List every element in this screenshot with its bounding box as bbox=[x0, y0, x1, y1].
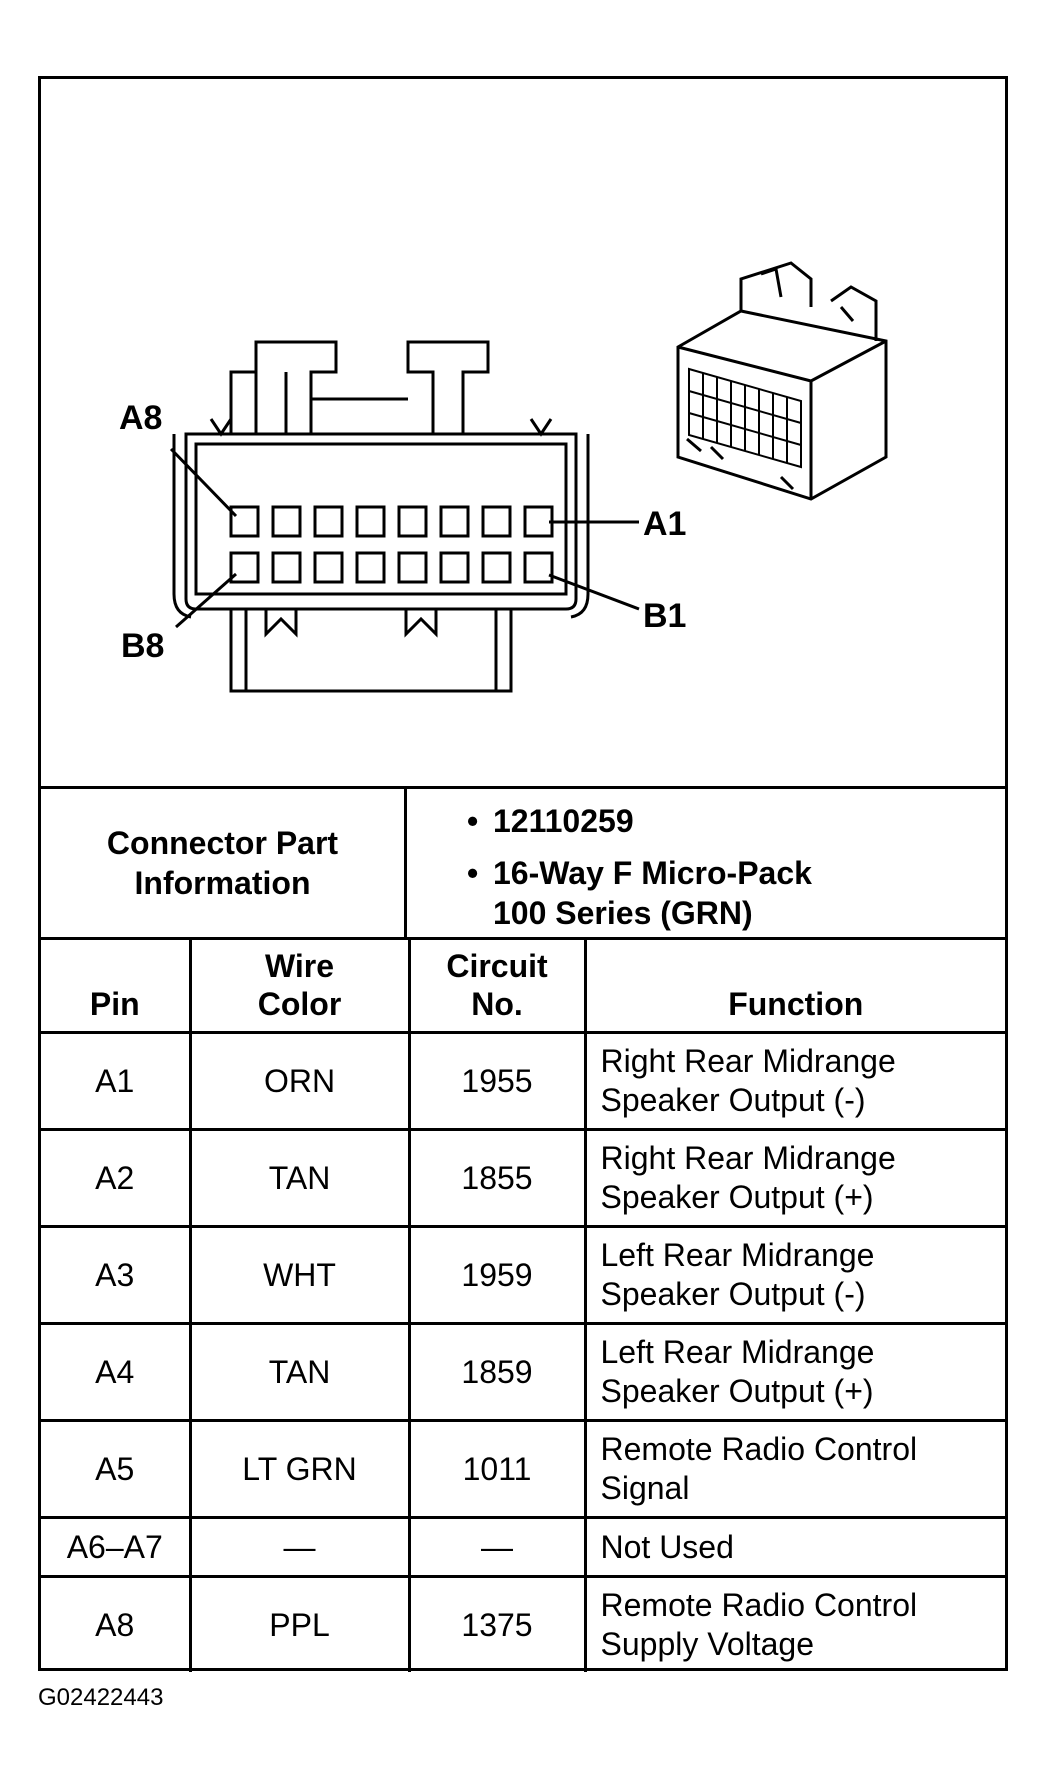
wire-color-cell: TAN bbox=[188, 1128, 411, 1228]
part-info-value-cell: • 12110259 • 16-Way F Micro-Pack 100 Ser… bbox=[407, 789, 1005, 937]
cavity-grid bbox=[229, 505, 554, 584]
isometric-cavities bbox=[688, 367, 802, 469]
circuit-cell: 1011 bbox=[407, 1419, 587, 1519]
description-line1: 16-Way F Micro-Pack bbox=[493, 855, 812, 891]
part-info-label-cell: Connector Part Information bbox=[41, 789, 407, 937]
description-line2: 100 Series (GRN) bbox=[493, 895, 753, 931]
connector-body bbox=[229, 609, 513, 693]
wire-color-cell: — bbox=[188, 1516, 411, 1578]
pin-cell: A3 bbox=[41, 1225, 192, 1325]
pin-cell: A2 bbox=[41, 1128, 192, 1228]
bullet-dot: • bbox=[467, 855, 479, 891]
circuit-cell: 1375 bbox=[407, 1575, 587, 1672]
label-b8: B8 bbox=[121, 627, 164, 665]
circuit-cell: 1959 bbox=[407, 1225, 587, 1325]
connector-isometric-illustration bbox=[676, 261, 888, 501]
right-latch bbox=[406, 340, 490, 434]
function-cell: Not Used bbox=[583, 1516, 1005, 1578]
part-number-item: • 12110259 bbox=[407, 801, 1005, 841]
wire-color-cell: LT GRN bbox=[188, 1419, 411, 1519]
figure-id: G02422443 bbox=[38, 1684, 164, 1711]
pin-cell: A6–A7 bbox=[41, 1516, 192, 1578]
pin-cell: A1 bbox=[41, 1031, 192, 1131]
left-latch bbox=[229, 340, 338, 434]
connector-part-information: Connector Part Information • 12110259 • … bbox=[41, 789, 1005, 940]
label-a1: A1 bbox=[643, 505, 686, 543]
circuit-cell: — bbox=[407, 1516, 587, 1578]
connector-shroud bbox=[184, 432, 578, 611]
table-row: A6–A7 — — Not Used bbox=[41, 1516, 1005, 1578]
a8-leader bbox=[169, 447, 238, 518]
header-pin: Pin bbox=[41, 937, 192, 1034]
part-info-label-line1: Connector Part bbox=[106, 825, 339, 861]
label-b1: B1 bbox=[643, 597, 686, 635]
connector-face-view: A8 A1 B8 B1 bbox=[119, 261, 888, 693]
wire-color-cell: ORN bbox=[188, 1031, 411, 1131]
wire-color-cell: WHT bbox=[188, 1225, 411, 1325]
connector-drawing: A8 A1 B8 B1 bbox=[41, 79, 1005, 789]
pin-cell: A8 bbox=[41, 1575, 192, 1672]
pin-cell: A4 bbox=[41, 1322, 192, 1422]
diagram-frame: A8 A1 B8 B1 Con bbox=[38, 76, 1008, 1672]
part-info-label-line2: Information bbox=[134, 865, 311, 901]
label-a8: A8 bbox=[119, 399, 162, 437]
b8-leader bbox=[175, 572, 237, 629]
wire-color-cell: PPL bbox=[188, 1575, 411, 1672]
wire-color-cell: TAN bbox=[188, 1322, 411, 1422]
circuit-cell: 1955 bbox=[407, 1031, 587, 1131]
connector-description-item: • 16-Way F Micro-Pack 100 Series (GRN) bbox=[407, 853, 1005, 933]
b1-leader bbox=[548, 573, 640, 611]
circuit-cell: 1855 bbox=[407, 1128, 587, 1228]
part-number: 12110259 bbox=[493, 803, 634, 839]
bullet-dot: • bbox=[467, 803, 479, 839]
header-function: Function bbox=[583, 937, 1005, 1034]
circuit-cell: 1859 bbox=[407, 1322, 587, 1422]
pin-cell: A5 bbox=[41, 1419, 192, 1519]
